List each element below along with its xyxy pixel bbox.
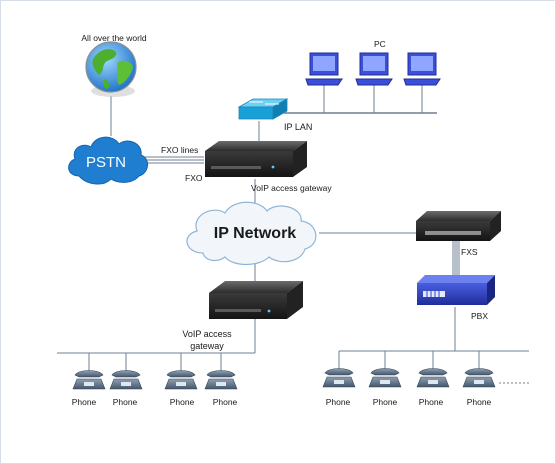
ip-lan-label: IP LAN [284,122,312,132]
fxo-lines-label: FXO lines [161,145,198,155]
fxs-label: FXS [461,247,478,257]
phone-label: Phone [419,397,444,407]
pstn-cloud [68,136,148,185]
phone-label: Phone [467,397,492,407]
switch-icon [237,98,289,120]
voip-gateway-bottom-label-1: VoIP access [182,329,232,339]
voip-gateway-top [205,141,307,177]
ip-network-label: IP Network [214,225,297,242]
phone-icon [109,370,143,390]
phone-label: Phone [213,397,238,407]
phone-icon [368,368,402,388]
voip-gateway-top-label: VoIP access gateway [251,183,332,193]
pc-icon [403,52,441,86]
pc-icon [305,52,343,86]
phone-icon [72,370,106,390]
pbx-label: PBX [471,311,488,321]
phone-icon [322,368,356,388]
phone-label: Phone [72,397,97,407]
voip-gateway-bottom-label-2: gateway [190,341,224,351]
pstn-label: PSTN [86,154,126,171]
voip-gateway-bottom [209,281,303,319]
phone-label: Phone [113,397,138,407]
pc-icon [355,52,393,86]
globe-icon [85,41,137,97]
phone-label: Phone [326,397,351,407]
phone-icon [416,368,450,388]
phone-label: Phone [170,397,195,407]
phone-icon [164,370,198,390]
fxo-label: FXO [185,173,203,183]
phone-label: Phone [373,397,398,407]
world-label: All over the world [81,33,146,43]
phone-icon [204,370,238,390]
phone-icon [462,368,496,388]
ip-network-cloud [186,201,317,266]
pc-label: PC [374,39,386,49]
voip-gateway-right [416,211,501,241]
pbx-icon [417,275,495,305]
